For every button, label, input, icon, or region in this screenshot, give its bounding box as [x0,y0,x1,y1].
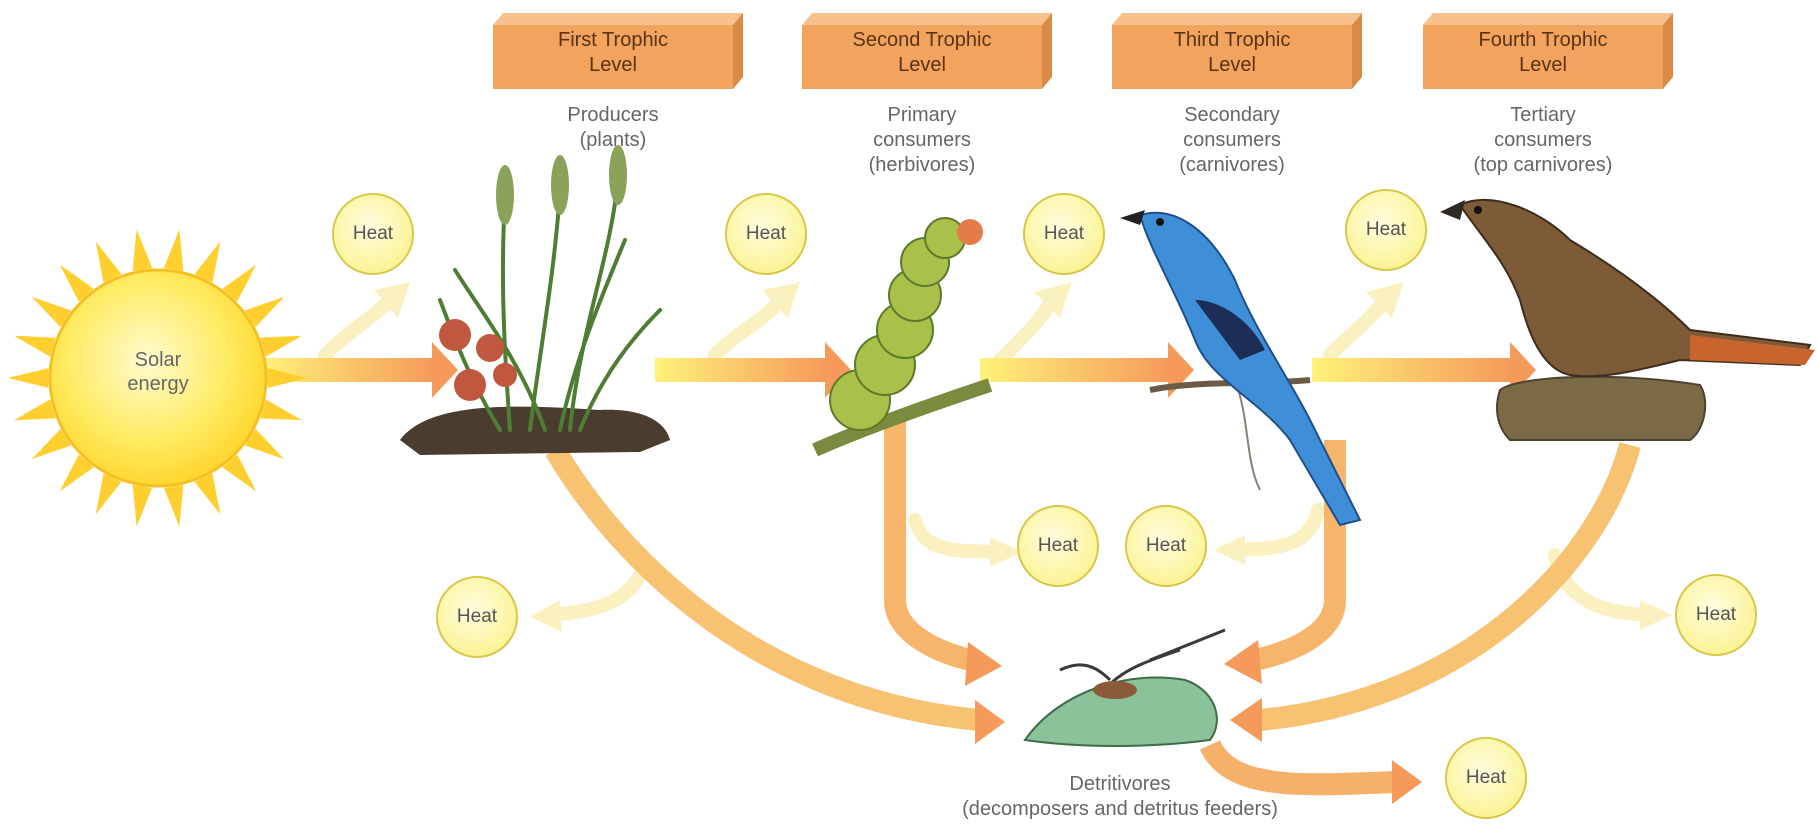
heat-circle-carnivores: Heat [1345,189,1427,271]
heat-circle-producers: Heat [725,193,807,275]
level-label-3: Third Trophic Level [1112,16,1352,90]
sun-ray [260,399,302,420]
sun-ray [14,336,56,357]
heat-arrow-caterpillar [1000,300,1052,360]
sun-ray [8,368,48,388]
heat-circle-detritivores: Heat [1445,737,1527,819]
level-label-2: Second Trophic Level [802,16,1042,90]
sun-ray [133,230,153,271]
level-3-text: Third Trophic Level [1112,16,1352,90]
heat-arrow-producer-decay [555,575,640,615]
heat-arrow-herbivore-decay [915,520,995,552]
heat-arrow-carnivore-decay [1240,510,1318,550]
heat-circle-sun: Heat [332,193,414,275]
level-label-4: Fourth Trophic Level [1423,16,1663,90]
primary-consumers-label: Primary consumers (herbivores) [792,103,1052,178]
heat-circle-herbivore-decay: Heat [1017,505,1099,587]
sun-ray [260,336,302,357]
heat-arrow-bird [1330,300,1385,355]
tertiary-consumers-label: Tertiary consumers (top carnivores) [1413,103,1673,178]
level-4-text: Fourth Trophic Level [1423,16,1663,90]
sun-ray [14,399,56,420]
heat-arrows [325,282,1672,632]
heat-arrow-producers [715,300,780,355]
producers-label: Producers (plants) [483,103,743,153]
detritivores-illustration [1025,630,1225,746]
hawk-illustration [1440,200,1815,440]
producers-plant-illustration [400,145,670,455]
heat-circle-top-decay: Heat [1675,574,1757,656]
caterpillar-illustration [815,218,990,450]
heat-circle-herbivores: Heat [1023,193,1105,275]
sun-ray [133,485,153,526]
detritivores-label: Detritivores (decomposers and detritus f… [860,772,1380,822]
heat-arrow-sun [325,300,390,355]
heat-circle-carnivore-decay: Heat [1125,505,1207,587]
solar-energy-label: Solar energy [88,348,228,396]
heat-circle-producer-decay: Heat [436,576,518,658]
level-1-text: First Trophic Level [493,16,733,90]
secondary-consumers-label: Secondary consumers (carnivores) [1102,103,1362,178]
sun-ray [164,230,184,271]
sun-ray [164,485,184,526]
level-2-text: Second Trophic Level [802,16,1042,90]
level-label-1: First Trophic Level [493,16,733,90]
